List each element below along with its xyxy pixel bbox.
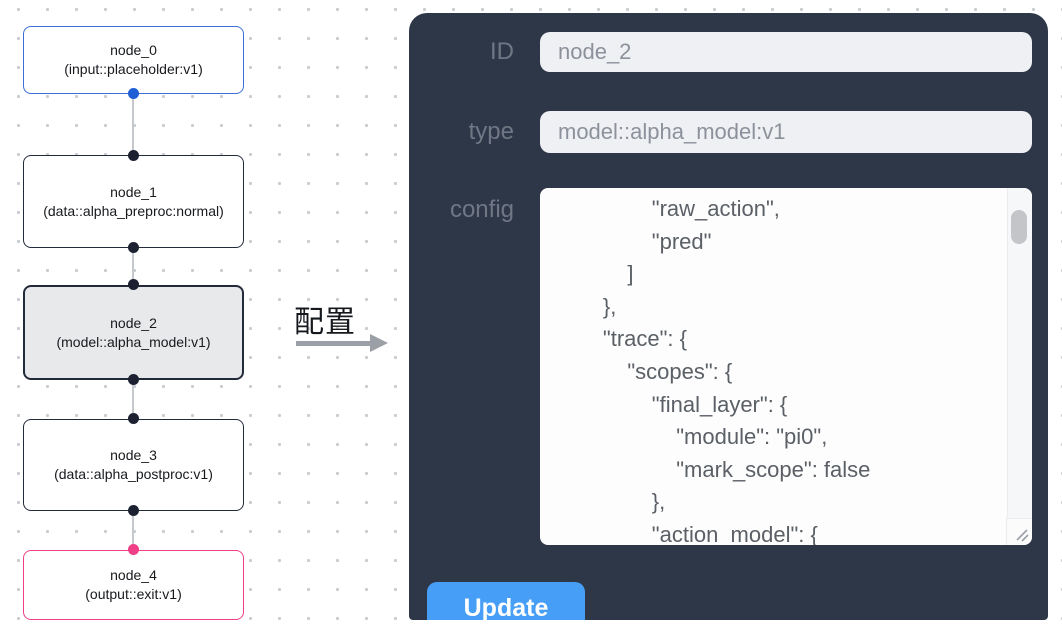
config-scrollbar[interactable]	[1007, 188, 1032, 519]
node-config-panel: ID type config "raw_action", "pred" ] },…	[409, 13, 1048, 620]
port-node3-input[interactable]	[128, 413, 139, 424]
transition-label: 配置	[294, 306, 356, 339]
port-node1-input[interactable]	[128, 150, 139, 161]
right-arrow-icon	[296, 334, 389, 352]
textarea-resize-handle[interactable]	[1006, 518, 1032, 545]
node-id: node_0	[110, 42, 157, 58]
flow-node-node2-selected[interactable]: node_2 (model::alpha_model:v1)	[23, 285, 244, 380]
type-input[interactable]	[540, 111, 1032, 153]
edge-node3-node4	[132, 511, 134, 551]
node-id: node_2	[110, 314, 157, 331]
node-type: (model::alpha_model:v1)	[56, 333, 211, 350]
config-scrollbar-thumb[interactable]	[1011, 210, 1027, 244]
config-textarea[interactable]: "raw_action", "pred" ] }, "trace": { "sc…	[540, 188, 1032, 545]
node-type: (output::exit:v1)	[85, 586, 182, 602]
node-type: (input::placeholder:v1)	[64, 61, 203, 77]
type-field-label: type	[468, 118, 514, 145]
node-id: node_4	[110, 567, 157, 583]
edge-node2-node3	[132, 380, 134, 420]
update-button[interactable]: Update	[427, 582, 585, 620]
edge-node0-node1	[132, 95, 134, 156]
id-input[interactable]	[540, 32, 1032, 72]
port-node2-output[interactable]	[128, 374, 139, 385]
port-node3-output[interactable]	[128, 505, 139, 516]
port-node1-output[interactable]	[128, 242, 139, 253]
id-field-label: ID	[490, 38, 514, 65]
node-id: node_3	[110, 447, 157, 463]
node-type: (data::alpha_preproc:normal)	[43, 202, 224, 219]
node-id: node_1	[110, 183, 157, 200]
flow-node-node3[interactable]: node_3 (data::alpha_postproc:v1)	[23, 419, 244, 511]
flow-node-node0[interactable]: node_0 (input::placeholder:v1)	[23, 26, 244, 94]
flow-node-node1[interactable]: node_1 (data::alpha_preproc:normal)	[23, 155, 244, 248]
config-field-label: config	[449, 196, 514, 223]
edge-node1-node2	[132, 248, 134, 286]
port-node0-output[interactable]	[128, 88, 139, 99]
config-json-code: "raw_action", "pred" ] }, "trace": { "sc…	[602, 196, 871, 545]
port-node4-input[interactable]	[128, 544, 139, 555]
node-type: (data::alpha_postproc:v1)	[54, 466, 213, 482]
flow-node-node4[interactable]: node_4 (output::exit:v1)	[23, 550, 244, 620]
port-node2-input[interactable]	[128, 279, 139, 290]
